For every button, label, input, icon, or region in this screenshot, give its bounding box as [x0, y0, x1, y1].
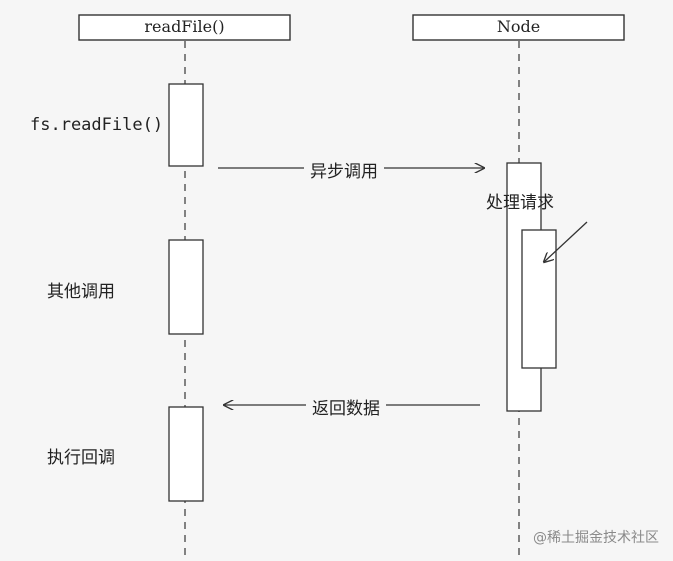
activation-readfile-call — [168, 83, 204, 167]
lifeline-title-node: Node — [496, 17, 541, 36]
watermark: @稀土掘金技术社区 — [533, 530, 659, 546]
lifeline-header-node — [412, 14, 625, 41]
activation-other-calls — [168, 239, 204, 335]
lifeline-header-readfile — [78, 14, 291, 41]
activation-callback — [168, 406, 204, 502]
activation-node-inner — [521, 229, 557, 369]
label-other-calls: 其他调用 — [47, 282, 115, 302]
message-return-data: 返回数据 — [306, 394, 386, 419]
label-execute-callback: 执行回调 — [47, 448, 115, 468]
arrow-process-request — [544, 221, 588, 262]
message-process-request: 处理请求 — [486, 193, 554, 213]
lifeline-title-readfile: readFile() — [144, 17, 225, 36]
message-async-call: 异步调用 — [304, 157, 384, 182]
label-fs-readfile: fs.readFile() — [30, 115, 164, 135]
